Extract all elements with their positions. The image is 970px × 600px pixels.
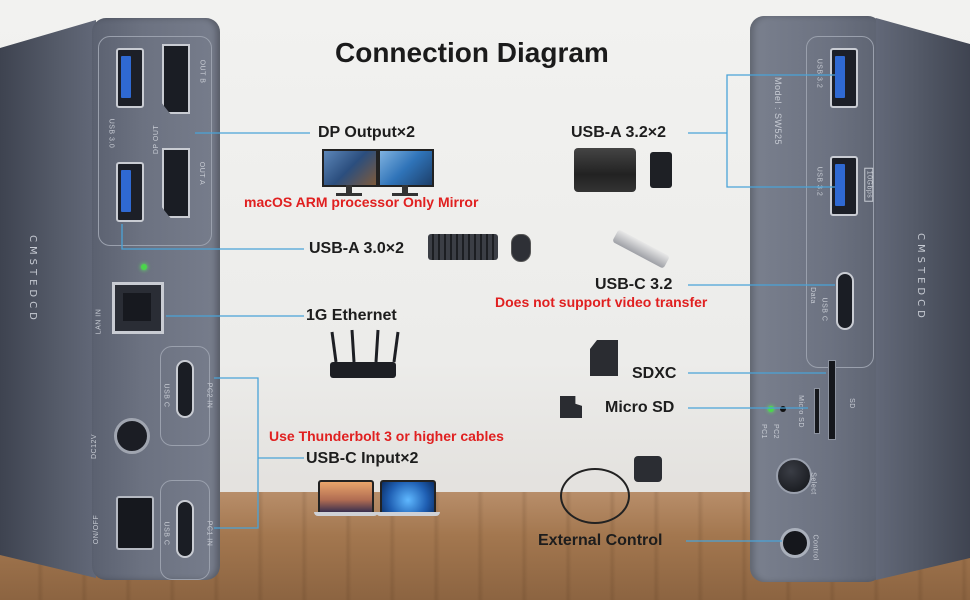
usb-a-30-label: USB-A 3.0×2 <box>309 240 404 257</box>
left-video-usb-panel <box>98 36 212 246</box>
usb-a-32-label: USB-A 3.2×2 <box>571 124 666 141</box>
pc1-indicator-led <box>768 406 774 412</box>
usb-a-30-port-bottom[interactable] <box>116 162 144 222</box>
macbook-icon <box>314 480 378 516</box>
external-control-remote-icon <box>634 456 662 482</box>
router-icon <box>330 362 396 378</box>
usb-a-30-connector-line <box>121 224 304 250</box>
left-dock-side-panel: CMSTEDCD <box>0 20 96 578</box>
external-control-label: External Control <box>538 532 663 549</box>
dp-mirror-note: macOS ARM processor Only Mirror <box>244 194 479 210</box>
usb-c-pc2-in-port[interactable] <box>176 360 194 418</box>
ethernet-label: 1G Ethernet <box>306 307 397 324</box>
usb-a-30-port-top[interactable] <box>116 48 144 108</box>
right-dock-device: Model : SW525 USB 3.2 USB 3.2 10Gbps Dat… <box>748 0 970 582</box>
external-control-jack[interactable] <box>780 528 810 558</box>
left-pc2-panel <box>160 346 210 446</box>
power-led <box>141 264 147 270</box>
left-dock-front-panel: USB 3.0 DP OUT OUT B OUT A LAN IN USB C … <box>91 18 220 580</box>
usb-a-32-port-bottom[interactable] <box>830 156 858 216</box>
windows-laptop-icon <box>376 480 440 516</box>
sdxc-card-slot[interactable] <box>828 360 836 440</box>
external-drive-icon <box>650 152 672 188</box>
dc-power-jack[interactable] <box>114 418 150 454</box>
usb-c-input-label: USB-C Input×2 <box>306 450 419 467</box>
monitor-2-icon <box>378 149 434 196</box>
left-pc1-panel <box>160 480 210 580</box>
micro-sd-card-slot[interactable] <box>814 388 820 434</box>
micro-sd-label: Micro SD <box>605 399 675 416</box>
keyboard-icon <box>428 234 498 260</box>
router-antenna-icon <box>330 329 400 363</box>
usb-c-32-label: USB-C 3.2 <box>595 276 673 293</box>
sd-card-icon <box>590 340 618 376</box>
monitor-1-icon <box>322 149 378 196</box>
usb-a-32-port-top[interactable] <box>830 48 858 108</box>
ethernet-port[interactable] <box>112 282 164 334</box>
printer-icon <box>574 148 636 192</box>
right-usb-panel <box>806 36 874 368</box>
pc2-indicator-led <box>780 406 786 412</box>
usb-c-32-data-port[interactable] <box>836 272 854 330</box>
power-switch[interactable] <box>116 496 154 550</box>
dp-out-b-port[interactable] <box>162 44 190 114</box>
page-title: Connection Diagram <box>335 37 609 68</box>
left-dock-device: CMSTEDCD USB 3.0 DP OUT OUT B OUT A LAN … <box>0 0 222 580</box>
usb-c-pc1-in-port[interactable] <box>176 500 194 558</box>
usb-a-32-connector-line <box>726 74 835 188</box>
mouse-icon <box>511 234 531 262</box>
dp-out-a-port[interactable] <box>162 148 190 218</box>
dp-output-label: DP Output×2 <box>318 124 416 141</box>
right-dock-side-panel: CMSTEDCD <box>876 18 970 580</box>
select-button[interactable] <box>776 458 812 494</box>
external-control-cable-icon <box>560 468 630 524</box>
thunderbolt-cable-note: Use Thunderbolt 3 or higher cables <box>269 428 504 444</box>
sdxc-label: SDXC <box>632 365 677 382</box>
right-dock-front-panel: Model : SW525 USB 3.2 USB 3.2 10Gbps Dat… <box>750 16 882 582</box>
usb-c-input-connector-line <box>214 377 259 529</box>
usb-c-32-video-note: Does not support video transfer <box>495 294 708 310</box>
